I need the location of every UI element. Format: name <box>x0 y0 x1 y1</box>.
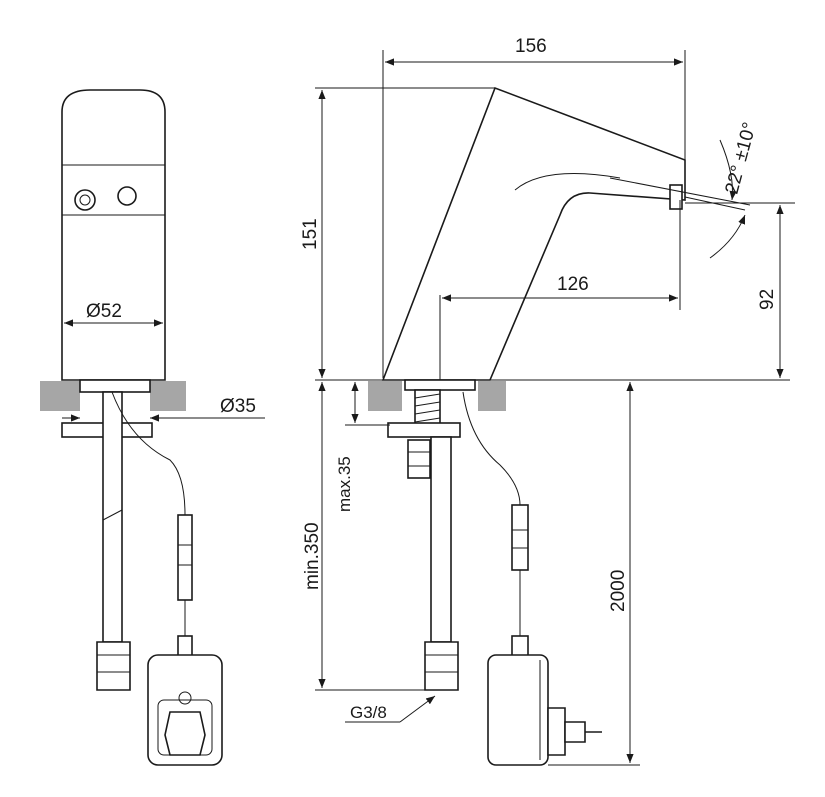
sensor-icon <box>117 186 137 206</box>
button-icon <box>74 189 96 211</box>
faucet-body <box>61 89 166 381</box>
sensor-cable <box>462 391 521 506</box>
dim-min-hose: min.350 <box>302 522 323 590</box>
countertop-left <box>40 381 80 411</box>
cable-connector <box>511 504 529 571</box>
base-flange <box>404 379 476 391</box>
spout-body <box>381 86 686 381</box>
countertop-left <box>368 381 402 411</box>
dim-spout-reach: 126 <box>557 274 589 295</box>
base-flange <box>79 379 151 393</box>
side-view: 156 151 126 92 22° ±10° max.35 <box>300 36 795 766</box>
power-supply <box>487 654 549 766</box>
dim-flange-diameter: Ø35 <box>220 396 256 417</box>
dim-thread: G3/8 <box>350 703 387 722</box>
dim-cable-length: 2000 <box>608 570 629 612</box>
spout-contour <box>514 173 621 191</box>
front-view: Ø52 Ø35 <box>40 89 265 766</box>
dim-outlet-height: 92 <box>757 289 778 310</box>
sensor-cable <box>111 391 186 516</box>
hose-nut <box>96 641 131 691</box>
countertop-right <box>478 381 506 411</box>
cable-connector <box>177 514 193 601</box>
hose-nut <box>424 641 459 691</box>
supply-hose <box>430 436 452 643</box>
dim-max-counter: max.35 <box>335 456 354 512</box>
dim-overall-height: 151 <box>300 218 321 250</box>
fixing-nut <box>407 439 431 479</box>
dim-body-diameter: Ø52 <box>86 301 122 322</box>
countertop-right <box>150 381 186 411</box>
control-panel <box>62 164 165 216</box>
mounting-bracket <box>387 422 461 438</box>
dim-sensor-angle: 22° ±10° <box>722 120 761 196</box>
plug-icon <box>164 711 206 756</box>
plug-body <box>547 707 566 756</box>
supply-hose <box>102 391 123 643</box>
dim-overall-length: 156 <box>515 36 547 57</box>
